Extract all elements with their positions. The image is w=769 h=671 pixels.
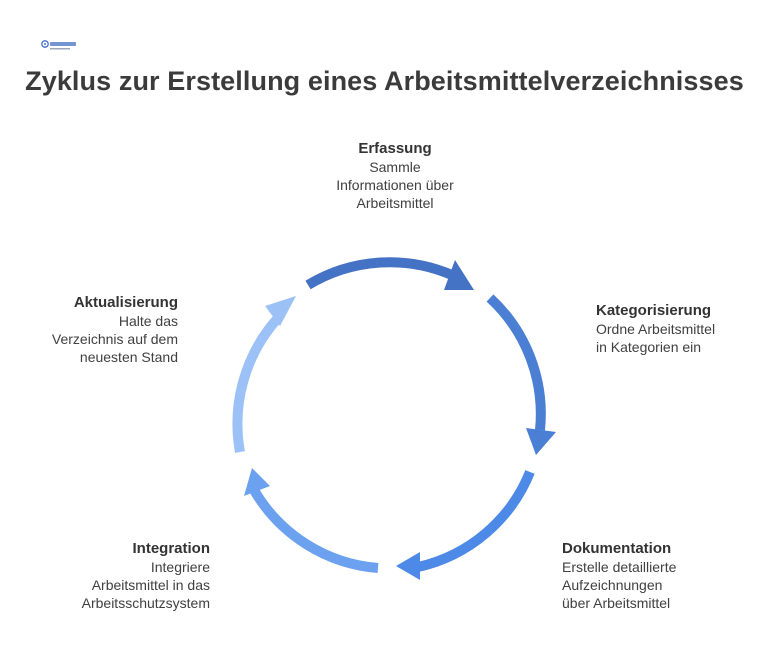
arrow-dokumentation-icon — [396, 552, 420, 580]
step-dokumentation: Dokumentation Erstelle detaillierte Aufz… — [562, 540, 742, 612]
arrow-erfassung-icon — [444, 260, 474, 290]
logo-icon — [41, 40, 76, 50]
step-aktualisierung: Aktualisierung Halte das Verzeichnis auf… — [10, 294, 178, 366]
arc-integration — [249, 487, 379, 573]
arc-aktualisierung — [232, 314, 282, 453]
step-title: Aktualisierung — [73, 294, 178, 311]
page-title: Zyklus zur Erstellung eines Arbeitsmitte… — [25, 66, 744, 96]
step-description: Sammle Informationen über Arbeitsmittel — [336, 159, 454, 211]
arc-erfassung — [305, 257, 454, 290]
step-title: Erfassung — [358, 140, 432, 157]
step-title: Kategorisierung — [596, 302, 712, 319]
logo — [40, 38, 80, 52]
step-description: Integriere Arbeitsmittel in das Arbeitss… — [81, 559, 210, 611]
arrow-aktualisierung-icon — [265, 296, 296, 326]
arc-kategorisierung — [486, 294, 546, 431]
step-description: Halte das Verzeichnis auf dem neuesten S… — [51, 313, 178, 365]
step-integration: Integration Integriere Arbeitsmittel in … — [30, 540, 210, 612]
step-title: Dokumentation — [562, 540, 672, 557]
step-kategorisierung: Kategorisierung Ordne Arbeitsmittel in K… — [596, 302, 766, 356]
arrow-kategorisierung-icon — [526, 428, 556, 455]
step-erfassung: Erfassung Sammle Informationen über Arbe… — [300, 140, 490, 212]
step-description: Ordne Arbeitsmittel in Kategorien ein — [596, 321, 716, 355]
arc-dokumentation — [416, 470, 535, 572]
arrow-integration-icon — [244, 468, 270, 496]
step-description: Erstelle detaillierte Aufzeichnungen übe… — [562, 559, 677, 611]
step-title: Integration — [132, 540, 211, 557]
